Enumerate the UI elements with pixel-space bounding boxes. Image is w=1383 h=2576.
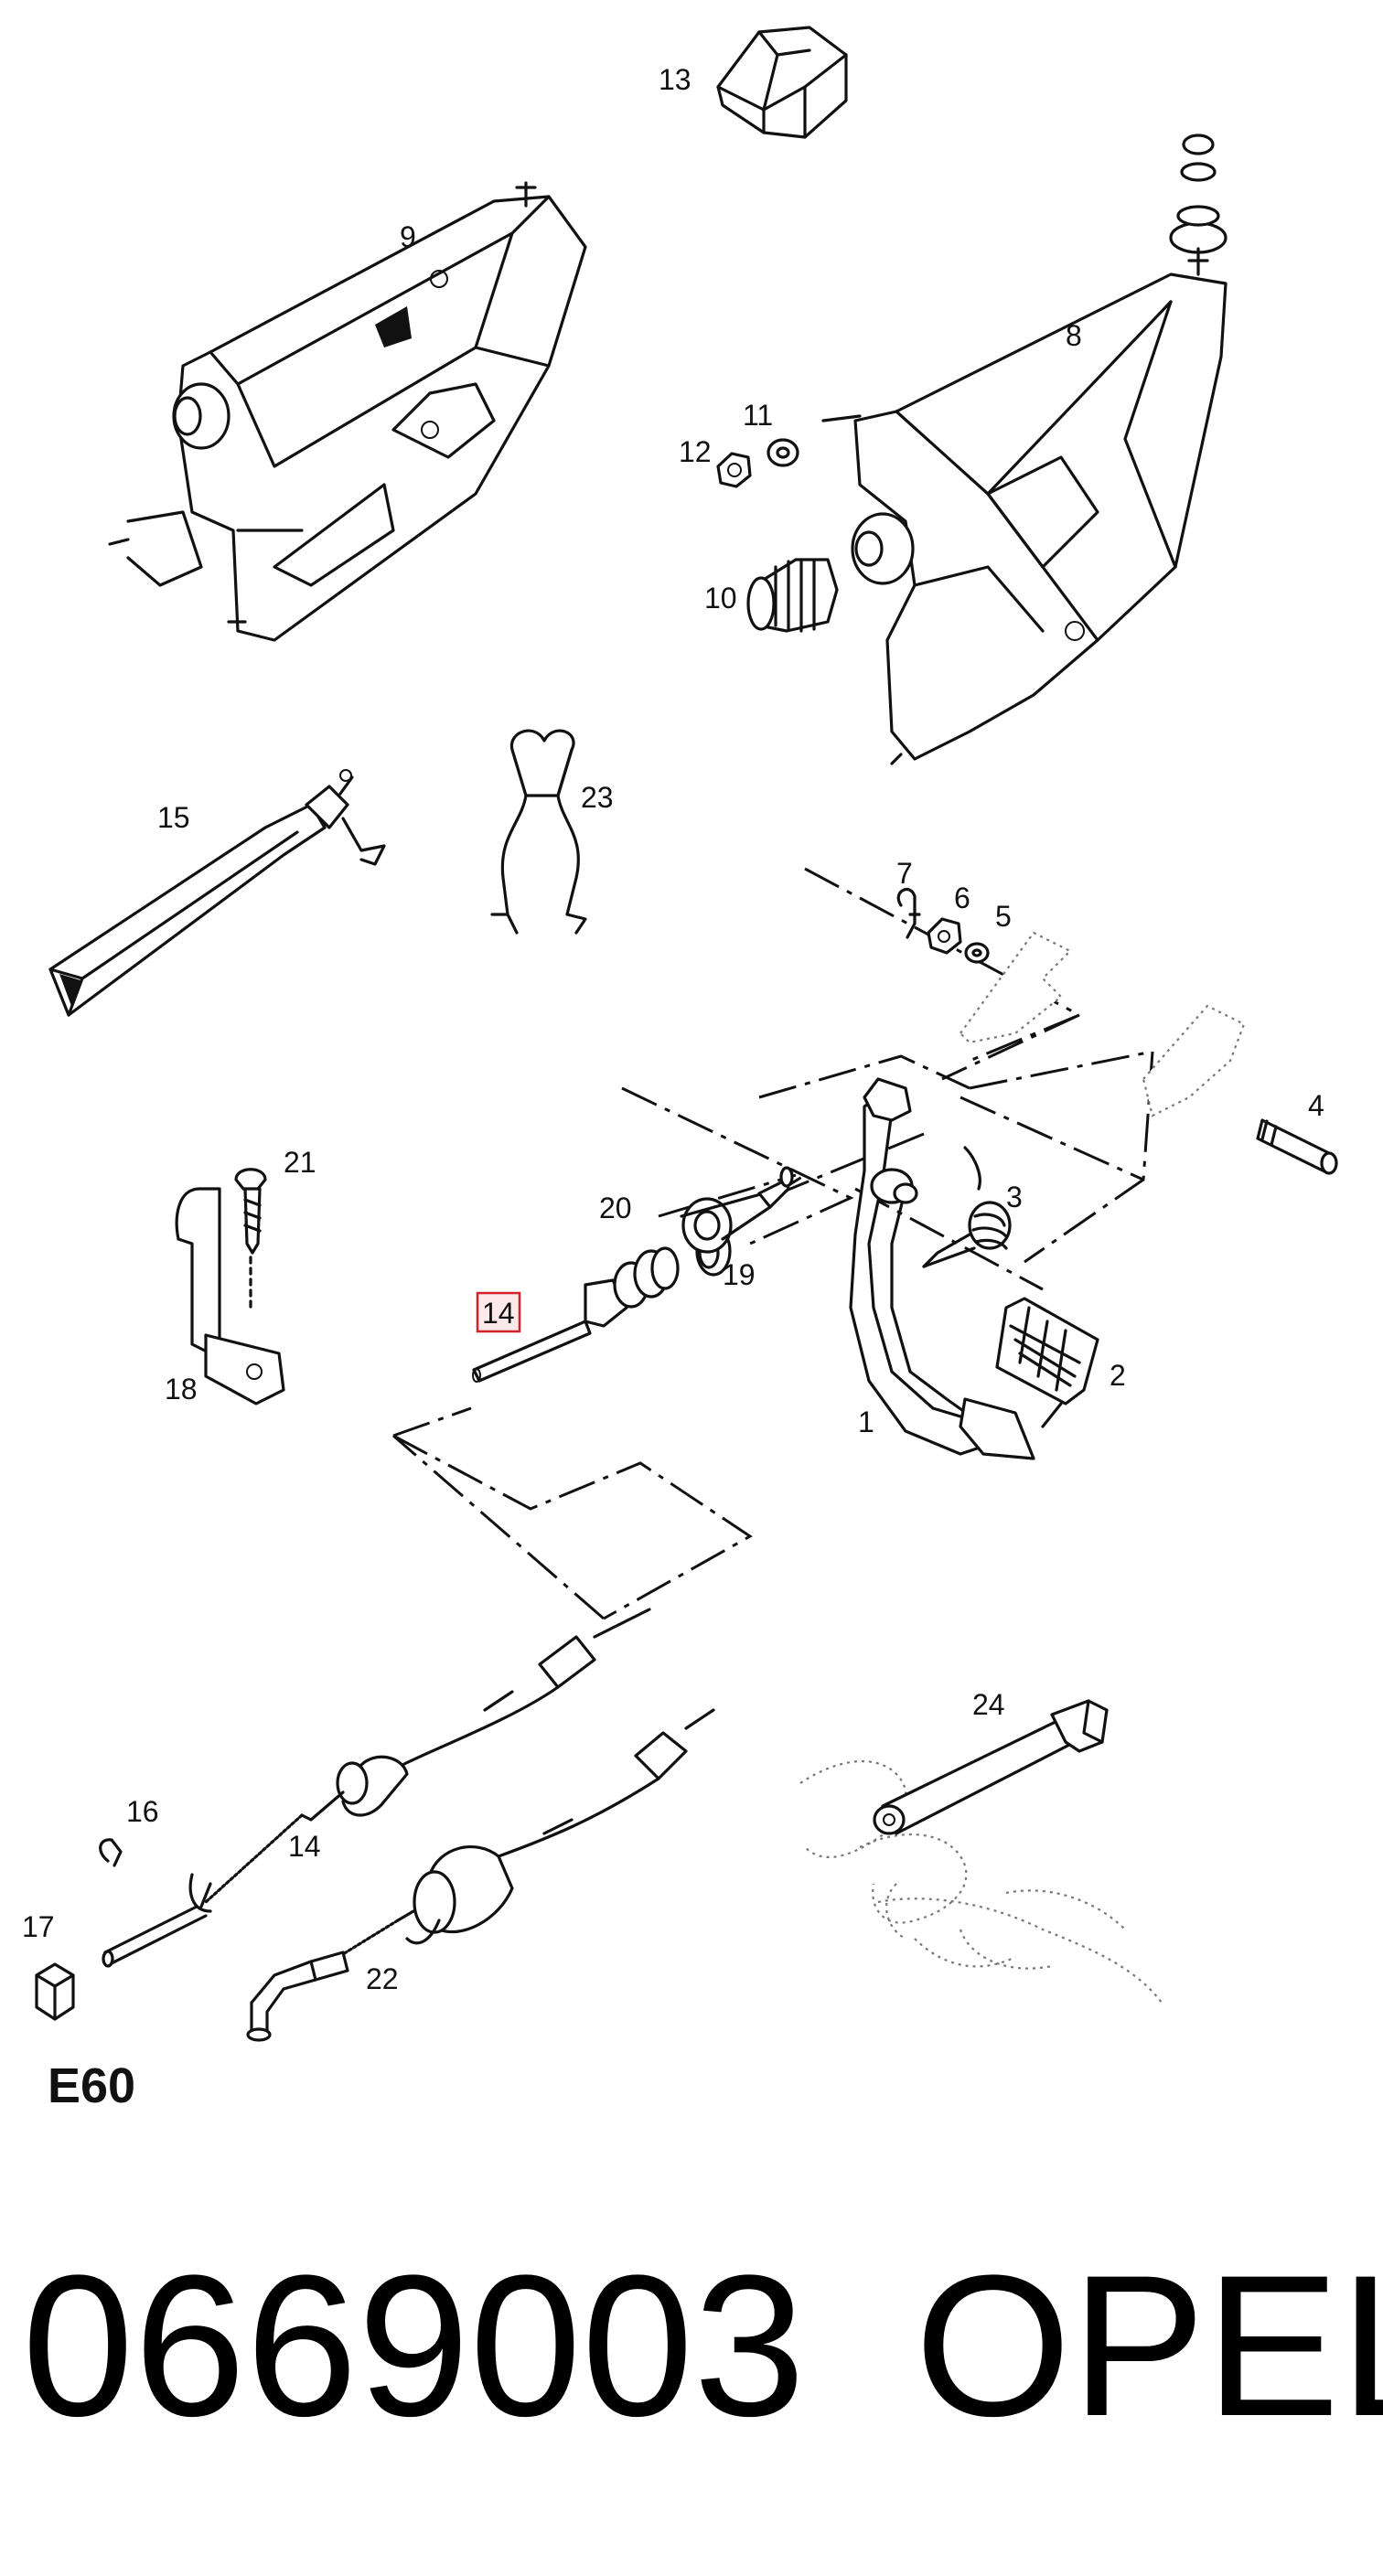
label-23: 23: [581, 781, 614, 814]
part-4-pin: [1256, 1118, 1338, 1175]
label-2: 2: [1110, 1359, 1126, 1392]
cable-assemblies: [35, 1608, 715, 2042]
label-16: 16: [126, 1795, 159, 1828]
parts-5-6-7-nut-washer-pin: [896, 888, 1246, 1117]
page-code: E60: [48, 2058, 136, 2113]
label-13: 13: [659, 63, 692, 96]
part-8-support-bracket: [821, 134, 1228, 765]
part-15-cover: [48, 769, 386, 1017]
part-1-pedal-lever: [849, 1077, 1035, 1460]
part-3-return-spring: [922, 1146, 1012, 1268]
label-6: 6: [954, 882, 970, 914]
label-17: 17: [22, 1910, 55, 1943]
label-12: 12: [679, 435, 712, 468]
part-23-clip: [490, 729, 587, 935]
brand-name: OPEL: [915, 2233, 1383, 2458]
assembly-outline-lines: [392, 867, 1154, 1620]
part-number: 0669003: [22, 2233, 806, 2458]
parts-10-11-12-bushing-washer-nut: [716, 438, 839, 633]
part-2-pedal-pad: [995, 1297, 1099, 1428]
label-22: 22: [366, 1962, 399, 1995]
label-5: 5: [995, 900, 1012, 933]
label-4: 4: [1308, 1089, 1324, 1122]
label-24: 24: [972, 1688, 1005, 1721]
label-20: 20: [599, 1192, 632, 1224]
label-10: 10: [704, 582, 737, 615]
label-15: 15: [157, 801, 190, 834]
label-1: 1: [858, 1406, 874, 1438]
callout-labels: 13 9 8 11 12 10 15 23 7 6 5 4 21 20 3 19…: [22, 63, 1324, 1995]
label-8: 8: [1066, 319, 1082, 352]
label-19: 19: [723, 1258, 756, 1291]
label-3: 3: [1006, 1181, 1023, 1213]
label-21: 21: [284, 1146, 316, 1179]
parts-14-19-20-pushrod: [472, 1166, 794, 1383]
part-24-lever: [799, 1699, 1163, 2004]
label-11: 11: [743, 399, 773, 432]
part-13-mount-block: [716, 26, 848, 139]
label-9: 9: [400, 220, 416, 253]
label-14: 14: [288, 1830, 321, 1863]
label-18: 18: [165, 1373, 198, 1406]
label-14-highlighted: 14: [482, 1297, 515, 1330]
part-18-21-bracket-screw: [175, 1168, 285, 1406]
label-7: 7: [896, 857, 913, 890]
highlighted-label-box: [476, 1291, 521, 1333]
part-9-pedal-bracket: [108, 181, 587, 642]
